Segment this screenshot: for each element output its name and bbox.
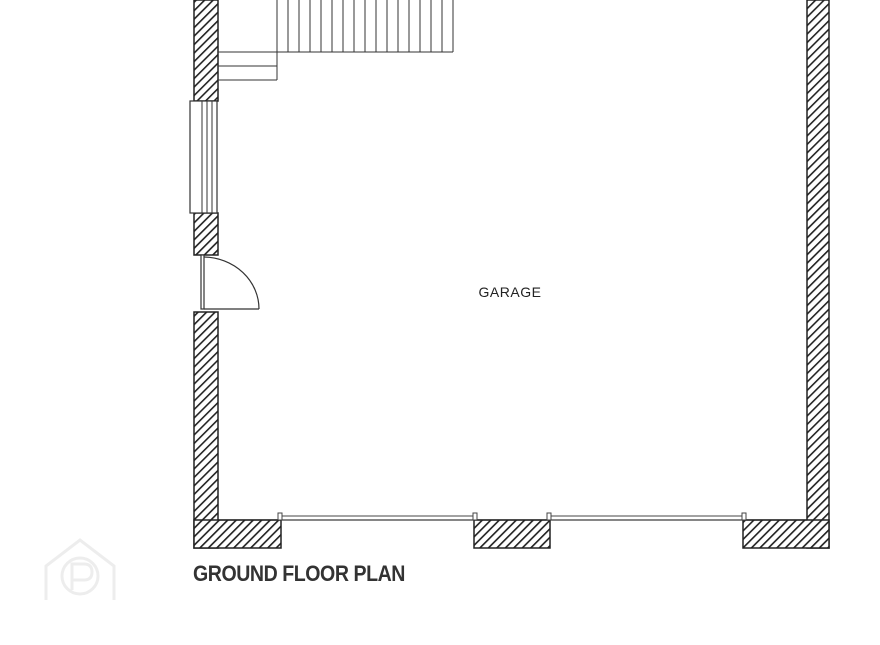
property-logo-icon	[44, 538, 116, 600]
wall-left-top	[193, 0, 219, 102]
wall-bottom-left-pier	[193, 519, 282, 549]
wall-right	[806, 0, 830, 549]
staircase	[218, 0, 454, 81]
garage-door-right	[546, 512, 747, 521]
plan-title: GROUND FLOOR PLAN	[193, 561, 405, 586]
wall-bottom-right-pier	[742, 519, 830, 549]
wall-left-middle	[193, 212, 219, 256]
wall-left-bottom	[193, 311, 219, 549]
window	[189, 100, 218, 214]
room-label-garage: GARAGE	[479, 284, 542, 300]
garage-door-left	[277, 512, 478, 521]
wall-bottom-center-pier	[473, 519, 551, 549]
swing-door	[200, 254, 260, 310]
